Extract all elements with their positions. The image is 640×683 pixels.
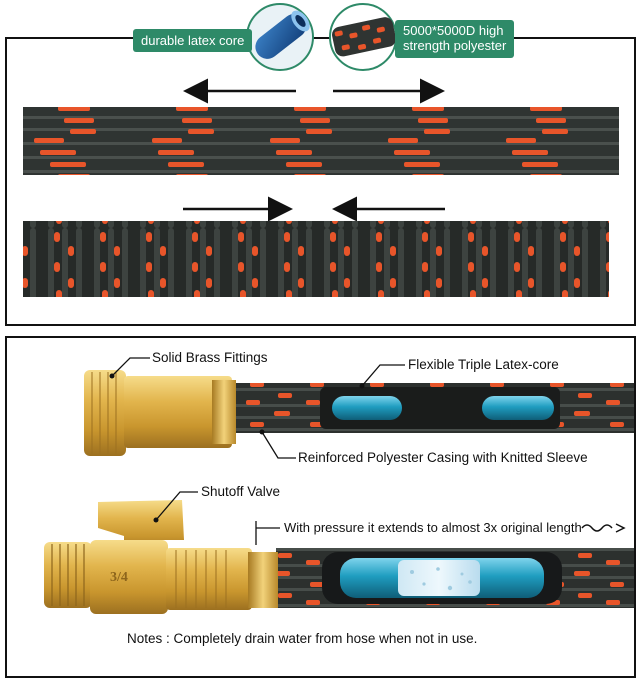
polyester-label-line2: strength polyester [403,38,507,53]
callout-pressure: With pressure it extends to almost 3x or… [284,520,582,535]
hose-stretched [23,107,619,175]
hose-compressed [23,221,609,297]
valve-size-marking: 3/4 [110,570,128,585]
polyester-label-line1: 5000*5000D high [403,23,504,38]
latex-core-label-text: durable latex core [141,33,245,48]
brass-fitting-upper [84,370,236,456]
water-window [398,560,480,596]
latex-core-sections [332,396,554,420]
callout-lines [111,357,626,545]
water-bubbles [410,567,472,591]
polyester-label: 5000*5000D high strength polyester [395,20,515,58]
latex-core-closeup [246,3,314,71]
bottom-panel [5,336,636,678]
callout-shutoff-valve: Shutoff Valve [201,484,281,499]
callout-brass-fittings: Solid Brass Fittings [152,350,268,365]
latex-core-label: durable latex core [133,29,253,52]
polyester-closeup [329,3,397,71]
callout-latex-core: Flexible Triple Latex-core [408,357,559,372]
notes-text: Notes : Completely drain water from hose… [127,631,478,646]
callout-casing: Reinforced Polyester Casing with Knitted… [298,450,588,465]
